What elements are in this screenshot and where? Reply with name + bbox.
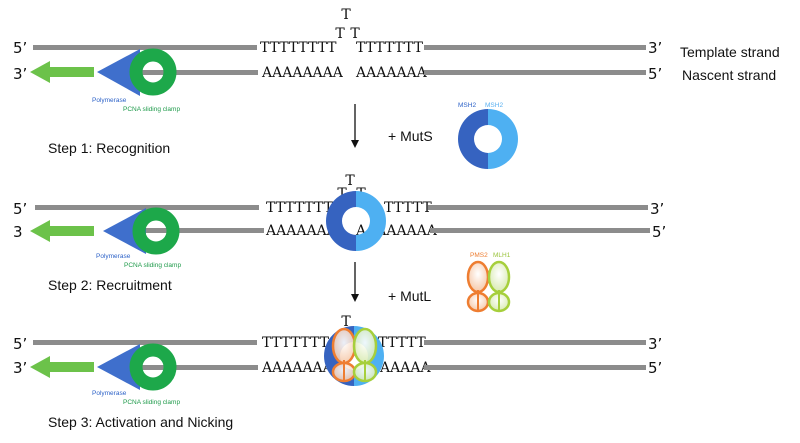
down-arrow-2-head bbox=[351, 294, 359, 302]
step2-loop-left: T bbox=[337, 186, 347, 202]
step1-template-3prime: 3’ bbox=[648, 39, 662, 57]
step3-panel: T 5’ TTTTTTT TTTTT 3’ 3’ AAAAAAA AAAAA 5… bbox=[13, 314, 662, 430]
step2-nascent-strand-right bbox=[430, 228, 650, 233]
transition-mutl: + MutL PMS2 MLH1 bbox=[351, 252, 511, 313]
step3-label: Step 3: Activation and Nicking bbox=[48, 414, 233, 430]
step3-pms2-icon bbox=[331, 327, 357, 383]
step3-nascent-5prime: 5’ bbox=[648, 359, 662, 377]
step1-loop-right: T bbox=[350, 26, 360, 42]
step1-pcna-label: PCNA sliding clamp bbox=[123, 106, 180, 113]
step2-loop-top: T bbox=[345, 173, 355, 189]
step2-nascent-3prime: 3 bbox=[13, 223, 23, 241]
transition-muts: + MutS MSH2 MSH2 bbox=[351, 102, 518, 169]
msh2-right-half-icon bbox=[488, 109, 518, 169]
step2-nascent-strand-left bbox=[128, 228, 264, 233]
muts-label: + MutS bbox=[388, 128, 433, 144]
step3-polymerase-icon bbox=[97, 344, 140, 390]
step1-panel: T T T 5’ TTTTTTTT TTTTTTT 3’ 3’ AAAAAAAA… bbox=[13, 7, 780, 156]
step1-synthesis-arrow bbox=[30, 61, 94, 83]
mutl-label: + MutL bbox=[388, 288, 431, 304]
step1-nascent-3prime: 3’ bbox=[13, 65, 27, 83]
step2-msh2-right-half-icon bbox=[356, 191, 386, 251]
step2-nascent-seq-left: AAAAAAA bbox=[265, 223, 338, 239]
step3-template-3prime: 3’ bbox=[648, 335, 662, 353]
step2-template-seq-right: TTTTT bbox=[384, 200, 432, 216]
mlh1-label: MLH1 bbox=[493, 252, 511, 259]
msh2-right-label: MSH2 bbox=[485, 102, 503, 109]
step2-msh2-left-half-icon bbox=[326, 191, 356, 251]
step1-nascent-seq-right: AAAAAAA bbox=[355, 65, 428, 81]
step3-nascent-3prime: 3’ bbox=[13, 359, 27, 377]
legend-template-strand: Template strand bbox=[680, 44, 780, 60]
step3-nascent-strand-left bbox=[128, 365, 258, 370]
step1-nascent-strand-right bbox=[424, 70, 646, 75]
step2-pcna-clamp-icon bbox=[132, 207, 180, 255]
step2-label: Step 2: Recruitment bbox=[48, 277, 172, 293]
msh2-left-half-icon bbox=[458, 109, 488, 169]
step1-template-seq-right: TTTTTTT bbox=[356, 40, 424, 56]
step3-template-strand-right bbox=[424, 340, 646, 345]
step3-loop-top: T bbox=[341, 314, 351, 330]
step1-polymerase-icon bbox=[97, 49, 140, 96]
step2-template-3prime: 3’ bbox=[650, 200, 664, 218]
step3-template-seq-right: TTTTT bbox=[378, 335, 426, 351]
step1-polymerase-label: Polymerase bbox=[92, 97, 127, 104]
step3-nascent-strand-right bbox=[424, 365, 646, 370]
step2-nascent-5prime: 5’ bbox=[652, 223, 666, 241]
step3-nascent-seq-right: AAAAA bbox=[379, 360, 431, 376]
step2-pcna-label: PCNA sliding clamp bbox=[124, 262, 181, 269]
step1-nascent-5prime: 5’ bbox=[648, 65, 662, 83]
step1-nascent-strand-left bbox=[128, 70, 258, 75]
legend-nascent-strand: Nascent strand bbox=[682, 67, 776, 83]
step3-template-seq-left: TTTTTTT bbox=[262, 335, 330, 351]
step1-nascent-seq-left: AAAAAAAA bbox=[261, 65, 344, 81]
step2-panel: T T T 5’ TTTTTTTT TTTTT 3’ 3 AAAAAAA AAA… bbox=[13, 173, 666, 293]
mlh1-icon bbox=[487, 260, 511, 313]
down-arrow-1-head bbox=[351, 140, 359, 148]
step1-loop-top: T bbox=[341, 7, 351, 23]
step3-mlh1-icon bbox=[352, 327, 378, 383]
pms2-icon bbox=[466, 260, 490, 313]
step2-template-5prime: 5’ bbox=[13, 200, 27, 218]
step1-template-5prime: 5’ bbox=[13, 39, 27, 57]
step2-polymerase-label: Polymerase bbox=[96, 253, 131, 260]
step3-pcna-clamp-icon bbox=[129, 343, 177, 391]
step2-polymerase-icon bbox=[103, 208, 146, 254]
msh2-left-label: MSH2 bbox=[458, 102, 476, 109]
step2-template-strand-right bbox=[428, 205, 648, 210]
step1-pcna-clamp-icon bbox=[129, 48, 177, 96]
step3-nascent-seq-left: AAAAAAA bbox=[261, 360, 334, 376]
step2-template-strand-left bbox=[35, 205, 259, 210]
step3-synthesis-arrow bbox=[30, 356, 94, 378]
step1-template-strand-right bbox=[424, 45, 646, 50]
step2-template-seq-left: TTTTTTTT bbox=[266, 200, 343, 216]
step3-polymerase-label: Polymerase bbox=[92, 390, 127, 397]
step3-pcna-label: PCNA sliding clamp bbox=[123, 399, 180, 406]
pms2-label: PMS2 bbox=[470, 252, 488, 259]
step2-synthesis-arrow bbox=[30, 220, 94, 242]
step3-template-strand-left bbox=[33, 340, 257, 345]
step3-template-5prime: 5’ bbox=[13, 335, 27, 353]
step1-label: Step 1: Recognition bbox=[48, 140, 170, 156]
step1-template-strand-left bbox=[33, 45, 257, 50]
step1-template-seq-left: TTTTTTTT bbox=[260, 40, 337, 56]
step1-loop-left: T bbox=[335, 26, 345, 42]
